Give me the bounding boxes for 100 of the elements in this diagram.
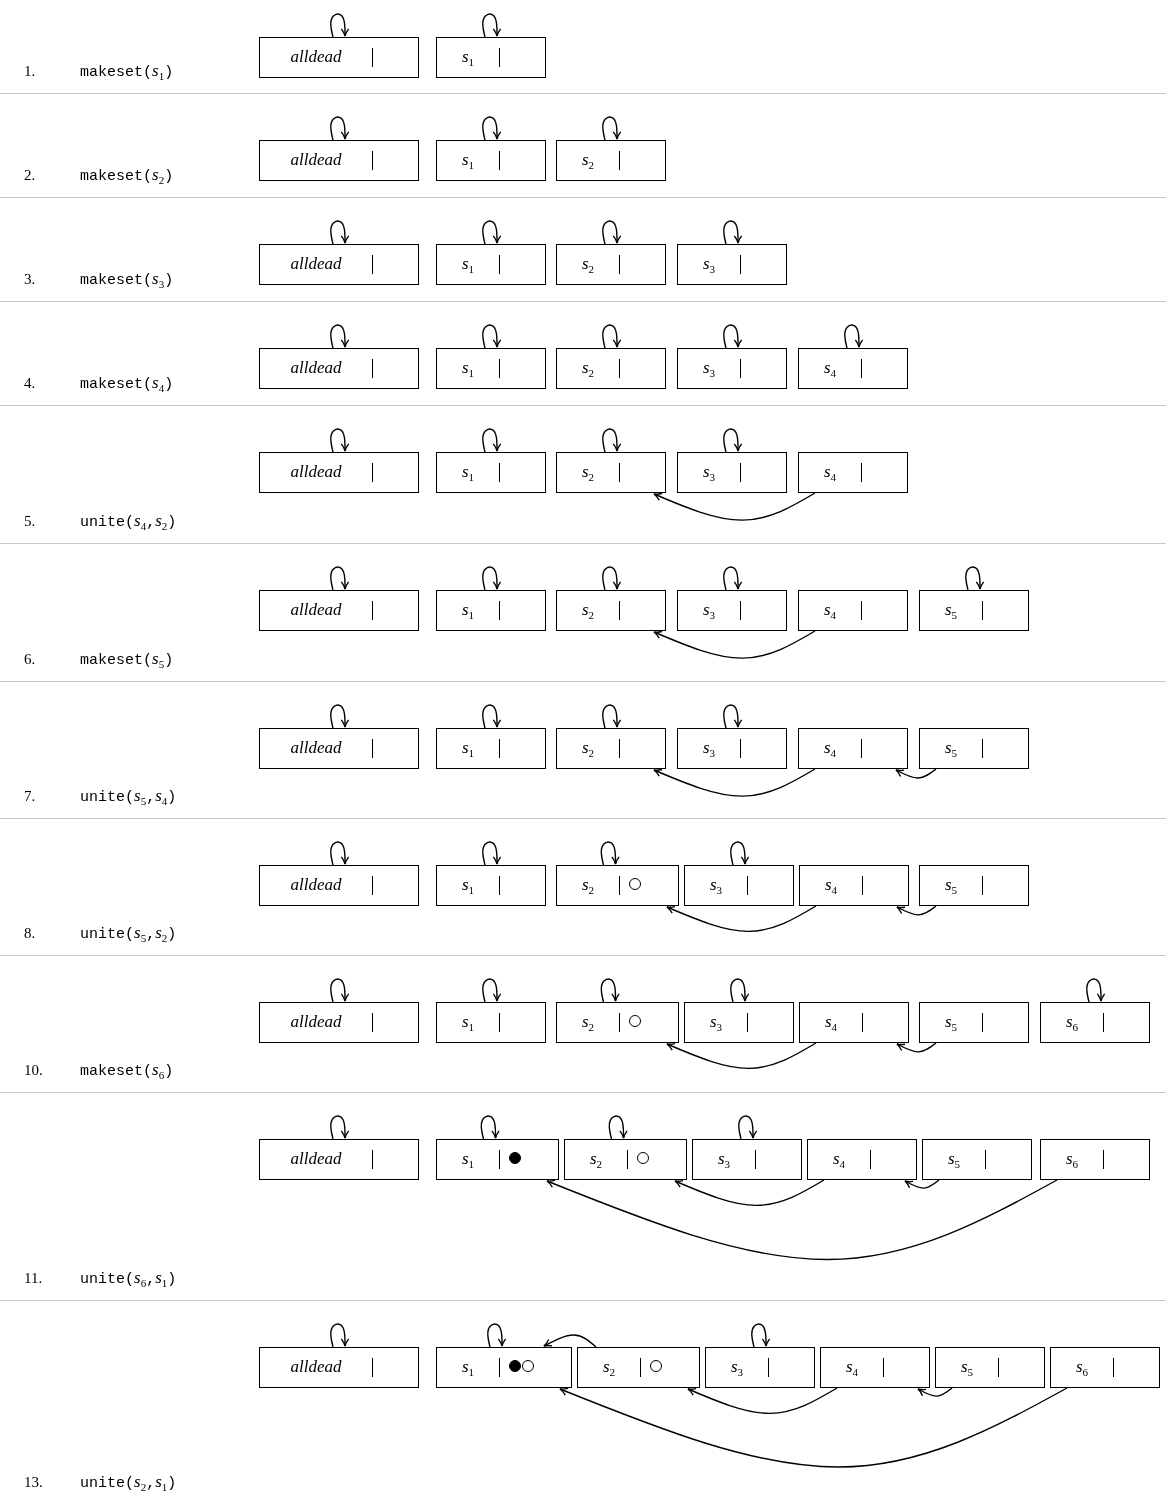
record-box: [556, 140, 666, 181]
record-label: s$_{4}$: [845, 1356, 859, 1381]
record-label: s$_{3}$: [702, 253, 716, 278]
record-box: [259, 1139, 419, 1180]
record-box: [1050, 1347, 1160, 1388]
step-number: 4.: [24, 374, 36, 393]
record-label: s$_{1}$: [461, 149, 475, 174]
record-box: [564, 1139, 687, 1180]
record-label: s$_{6}$: [1065, 1011, 1079, 1036]
record-box: [259, 140, 419, 181]
record-box: [259, 1002, 419, 1043]
record-label: s$_{3}$: [702, 357, 716, 382]
record-label: alldead: [290, 46, 342, 68]
record-label: s$_{2}$: [581, 1011, 595, 1036]
record-label: s$_{3}$: [717, 1148, 731, 1173]
record-label: s$_{4}$: [823, 599, 837, 624]
step-number: 2.: [24, 166, 36, 185]
record-box: [556, 1002, 679, 1043]
record-box: [436, 1347, 572, 1388]
record-label: s$_{5}$: [944, 737, 958, 762]
record-box: [259, 865, 419, 906]
record-box: [705, 1347, 815, 1388]
record-label: alldead: [290, 149, 342, 171]
step-number: 8.: [24, 924, 36, 943]
record-label: s$_{3}$: [730, 1356, 744, 1381]
record-box: [677, 244, 787, 285]
open-circle-icon: [637, 1152, 649, 1164]
record-label: s$_{1}$: [461, 253, 475, 278]
filled-circle-icon: [509, 1152, 521, 1164]
operation-call: makeset(s$_{4}$): [80, 373, 174, 396]
record-label: s$_{2}$: [581, 461, 595, 486]
record-box: [577, 1347, 700, 1388]
record-label: s$_{3}$: [702, 599, 716, 624]
record-label: alldead: [290, 461, 342, 483]
record-label: s$_{3}$: [709, 1011, 723, 1036]
record-label: s$_{1}$: [461, 1011, 475, 1036]
record-box: [556, 590, 666, 631]
record-box: [436, 140, 546, 181]
record-box: [820, 1347, 930, 1388]
record-label: s$_{1}$: [461, 461, 475, 486]
record-box: [922, 1139, 1032, 1180]
record-label: s$_{4}$: [832, 1148, 846, 1173]
record-box: [677, 728, 787, 769]
record-box: [259, 590, 419, 631]
record-label: s$_{5}$: [944, 874, 958, 899]
step-number: 7.: [24, 787, 36, 806]
record-box: [677, 452, 787, 493]
step-number: 1.: [24, 62, 36, 81]
record-label: s$_{2}$: [602, 1356, 616, 1381]
step-number: 10.: [24, 1061, 43, 1080]
operation-call: makeset(s$_{1}$): [80, 61, 174, 84]
step-number: 6.: [24, 650, 36, 669]
record-label: s$_{6}$: [1075, 1356, 1089, 1381]
record-label: s$_{2}$: [581, 357, 595, 382]
record-box: [919, 590, 1029, 631]
record-label: s$_{5}$: [944, 1011, 958, 1036]
record-box: [436, 590, 546, 631]
record-label: alldead: [290, 357, 342, 379]
record-label: s$_{5}$: [944, 599, 958, 624]
record-box: [798, 728, 908, 769]
record-box: [1040, 1002, 1150, 1043]
record-box: [556, 452, 666, 493]
open-circle-icon: [629, 1015, 641, 1027]
record-box: [556, 244, 666, 285]
record-box: [798, 348, 908, 389]
record-label: s$_{1}$: [461, 46, 475, 71]
record-label: s$_{6}$: [1065, 1148, 1079, 1173]
record-box: [798, 590, 908, 631]
record-label: s$_{3}$: [709, 874, 723, 899]
record-label: alldead: [290, 1011, 342, 1033]
record-box: [259, 348, 419, 389]
record-label: alldead: [290, 737, 342, 759]
operation-call: unite(s$_{4}$,s$_{2}$): [80, 511, 177, 534]
open-circle-icon: [629, 878, 641, 890]
record-box: [259, 37, 419, 78]
step-number: 5.: [24, 512, 36, 531]
record-box: [556, 728, 666, 769]
record-label: s$_{2}$: [589, 1148, 603, 1173]
record-label: s$_{4}$: [824, 874, 838, 899]
record-label: s$_{2}$: [581, 874, 595, 899]
record-label: alldead: [290, 1356, 342, 1378]
record-box: [799, 865, 909, 906]
record-box: [799, 1002, 909, 1043]
record-box: [798, 452, 908, 493]
record-box: [436, 452, 546, 493]
record-box: [436, 37, 546, 78]
record-box: [436, 348, 546, 389]
record-box: [556, 865, 679, 906]
filled-circle-icon: [509, 1360, 521, 1372]
record-box: [807, 1139, 917, 1180]
record-label: s$_{2}$: [581, 253, 595, 278]
record-label: s$_{4}$: [823, 737, 837, 762]
record-box: [259, 244, 419, 285]
record-box: [259, 452, 419, 493]
operation-call: makeset(s$_{6}$): [80, 1060, 174, 1083]
operation-call: makeset(s$_{2}$): [80, 165, 174, 188]
record-label: s$_{1}$: [461, 1356, 475, 1381]
record-label: alldead: [290, 874, 342, 896]
record-box: [556, 348, 666, 389]
record-label: s$_{1}$: [461, 737, 475, 762]
